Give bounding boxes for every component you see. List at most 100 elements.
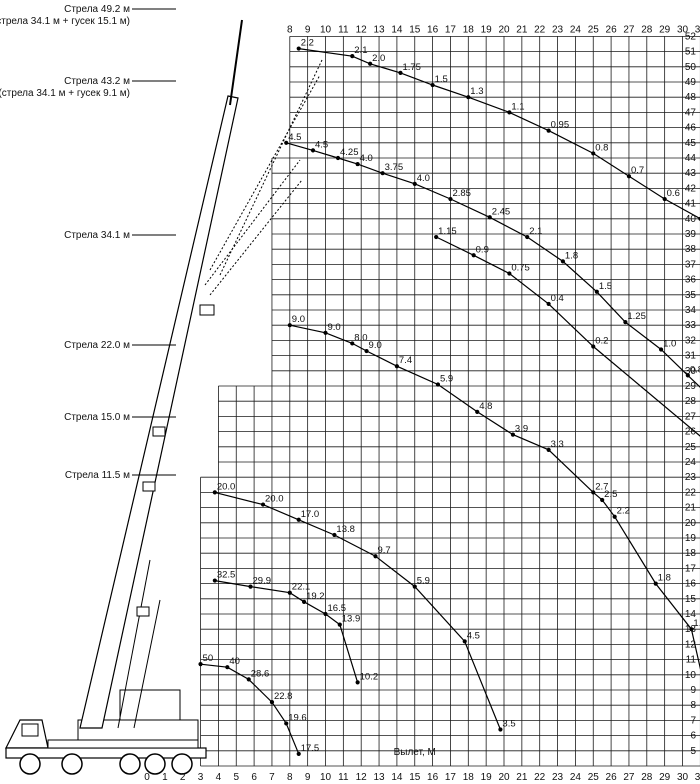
hook-icon: [152, 426, 166, 437]
x-tick-label: 0: [144, 772, 150, 783]
data-point: [296, 46, 301, 51]
data-label: 5.9: [440, 373, 453, 384]
data-point: [600, 497, 605, 503]
data-label: 28.6: [251, 668, 270, 679]
data-label: 0.9: [476, 244, 489, 255]
data-point: [269, 700, 275, 705]
hook-icon: [199, 304, 215, 316]
data-point: [364, 348, 369, 354]
y-tick-label: 39: [685, 229, 697, 240]
x-tick-label-top: 10: [320, 24, 332, 35]
data-point: [332, 532, 337, 538]
data-point: [591, 151, 596, 156]
y-tick-label: 37: [685, 259, 697, 270]
data-label: 13.9: [342, 614, 361, 625]
x-tick-label-top: 12: [356, 24, 368, 35]
data-label: 2.1: [354, 45, 367, 56]
data-label: 0.95: [551, 120, 570, 131]
data-label: 22.1: [292, 582, 311, 593]
data-label: 3.9: [515, 424, 528, 435]
data-label: 4.0: [360, 153, 373, 164]
x-tick-label: 7: [269, 772, 275, 783]
y-tick-label: 5: [690, 746, 696, 757]
data-point: [507, 271, 512, 276]
data-point: [546, 128, 551, 133]
data-point: [560, 259, 566, 264]
x-tick-label-top: 21: [516, 24, 528, 35]
y-tick-label: 26: [685, 427, 697, 438]
x-tick-label-top: 14: [391, 24, 403, 35]
x-tick-label: 1: [162, 772, 168, 783]
data-label: 9.0: [328, 322, 341, 333]
data-label: 2.45: [492, 206, 511, 217]
y-tick-label: 41: [685, 199, 697, 210]
x-tick-label-top: 18: [463, 24, 475, 35]
data-label: 1.5: [599, 281, 612, 292]
crane-illustration: [5, 19, 323, 775]
data-label: 4.0: [417, 173, 430, 184]
boom: [79, 95, 239, 729]
wheel-icon: [144, 753, 166, 775]
y-tick-label: 13: [685, 624, 697, 635]
y-tick-label: 34: [685, 305, 697, 316]
boom-label: Стрела 15.0 м: [64, 412, 130, 423]
x-tick-label-top: 23: [552, 24, 564, 35]
data-point: [546, 447, 551, 452]
data-label: 22.8: [274, 691, 293, 702]
boom-inner: [133, 599, 161, 729]
data-label: 2.2: [301, 38, 314, 49]
x-tick-label-top: 8: [287, 24, 293, 35]
data-point: [434, 234, 439, 240]
x-tick-label-top: 30: [677, 24, 689, 35]
x-tick-label: 11: [338, 772, 349, 783]
x-tick-label-top: 11: [338, 24, 349, 35]
y-tick-label: 15: [685, 594, 697, 605]
x-tick-label: 16: [427, 772, 439, 783]
data-label: 50: [203, 653, 214, 664]
data-point: [212, 578, 217, 583]
y-tick-label: 19: [685, 533, 697, 544]
data-label: 4.25: [340, 147, 359, 158]
x-tick-label: 9: [305, 772, 311, 783]
x-tick-label: 18: [463, 772, 475, 783]
x-tick-label: 26: [606, 772, 618, 783]
data-point: [594, 289, 599, 294]
boom-labels: Стрела 49.2 м(стрела 34.1 м + гусек 15.1…: [0, 4, 176, 481]
data-label: 4.5: [288, 132, 301, 143]
data-point: [466, 95, 471, 100]
boom-inner: [117, 559, 151, 729]
x-tick-label-top: 29: [659, 24, 671, 35]
data-label: 0.7: [631, 165, 644, 176]
data-point: [284, 140, 289, 145]
data-point: [323, 330, 328, 335]
y-tick-label: 32: [685, 335, 697, 346]
data-label: 2.0: [372, 53, 385, 64]
y-tick-label: 51: [685, 47, 697, 58]
y-tick-label: 36: [685, 275, 697, 286]
y-tick-label: 43: [685, 168, 697, 179]
data-label: 8.0: [354, 332, 367, 343]
x-tick-label: 28: [641, 772, 653, 783]
y-tick-label: 47: [685, 107, 697, 118]
data-label: 0.8: [595, 142, 608, 153]
data-label: 9.0: [292, 314, 305, 325]
truck-frame: [47, 739, 199, 749]
x-tick-label: 20: [498, 772, 510, 783]
y-tick-label: 22: [685, 487, 697, 498]
data-point: [350, 341, 355, 346]
y-tick-label: 38: [685, 244, 697, 255]
data-point: [626, 174, 632, 179]
data-point: [260, 502, 266, 507]
data-point: [248, 584, 253, 589]
y-tick-label: 29: [685, 381, 697, 392]
data-point: [462, 639, 467, 644]
data-label: 1.8: [658, 573, 671, 584]
data-point: [591, 490, 596, 495]
data-label: 3.75: [385, 162, 404, 173]
y-tick-label: 23: [685, 472, 697, 483]
boom-label: Стрела 34.1 м: [64, 230, 130, 241]
data-point: [412, 181, 417, 186]
data-point: [212, 490, 217, 495]
